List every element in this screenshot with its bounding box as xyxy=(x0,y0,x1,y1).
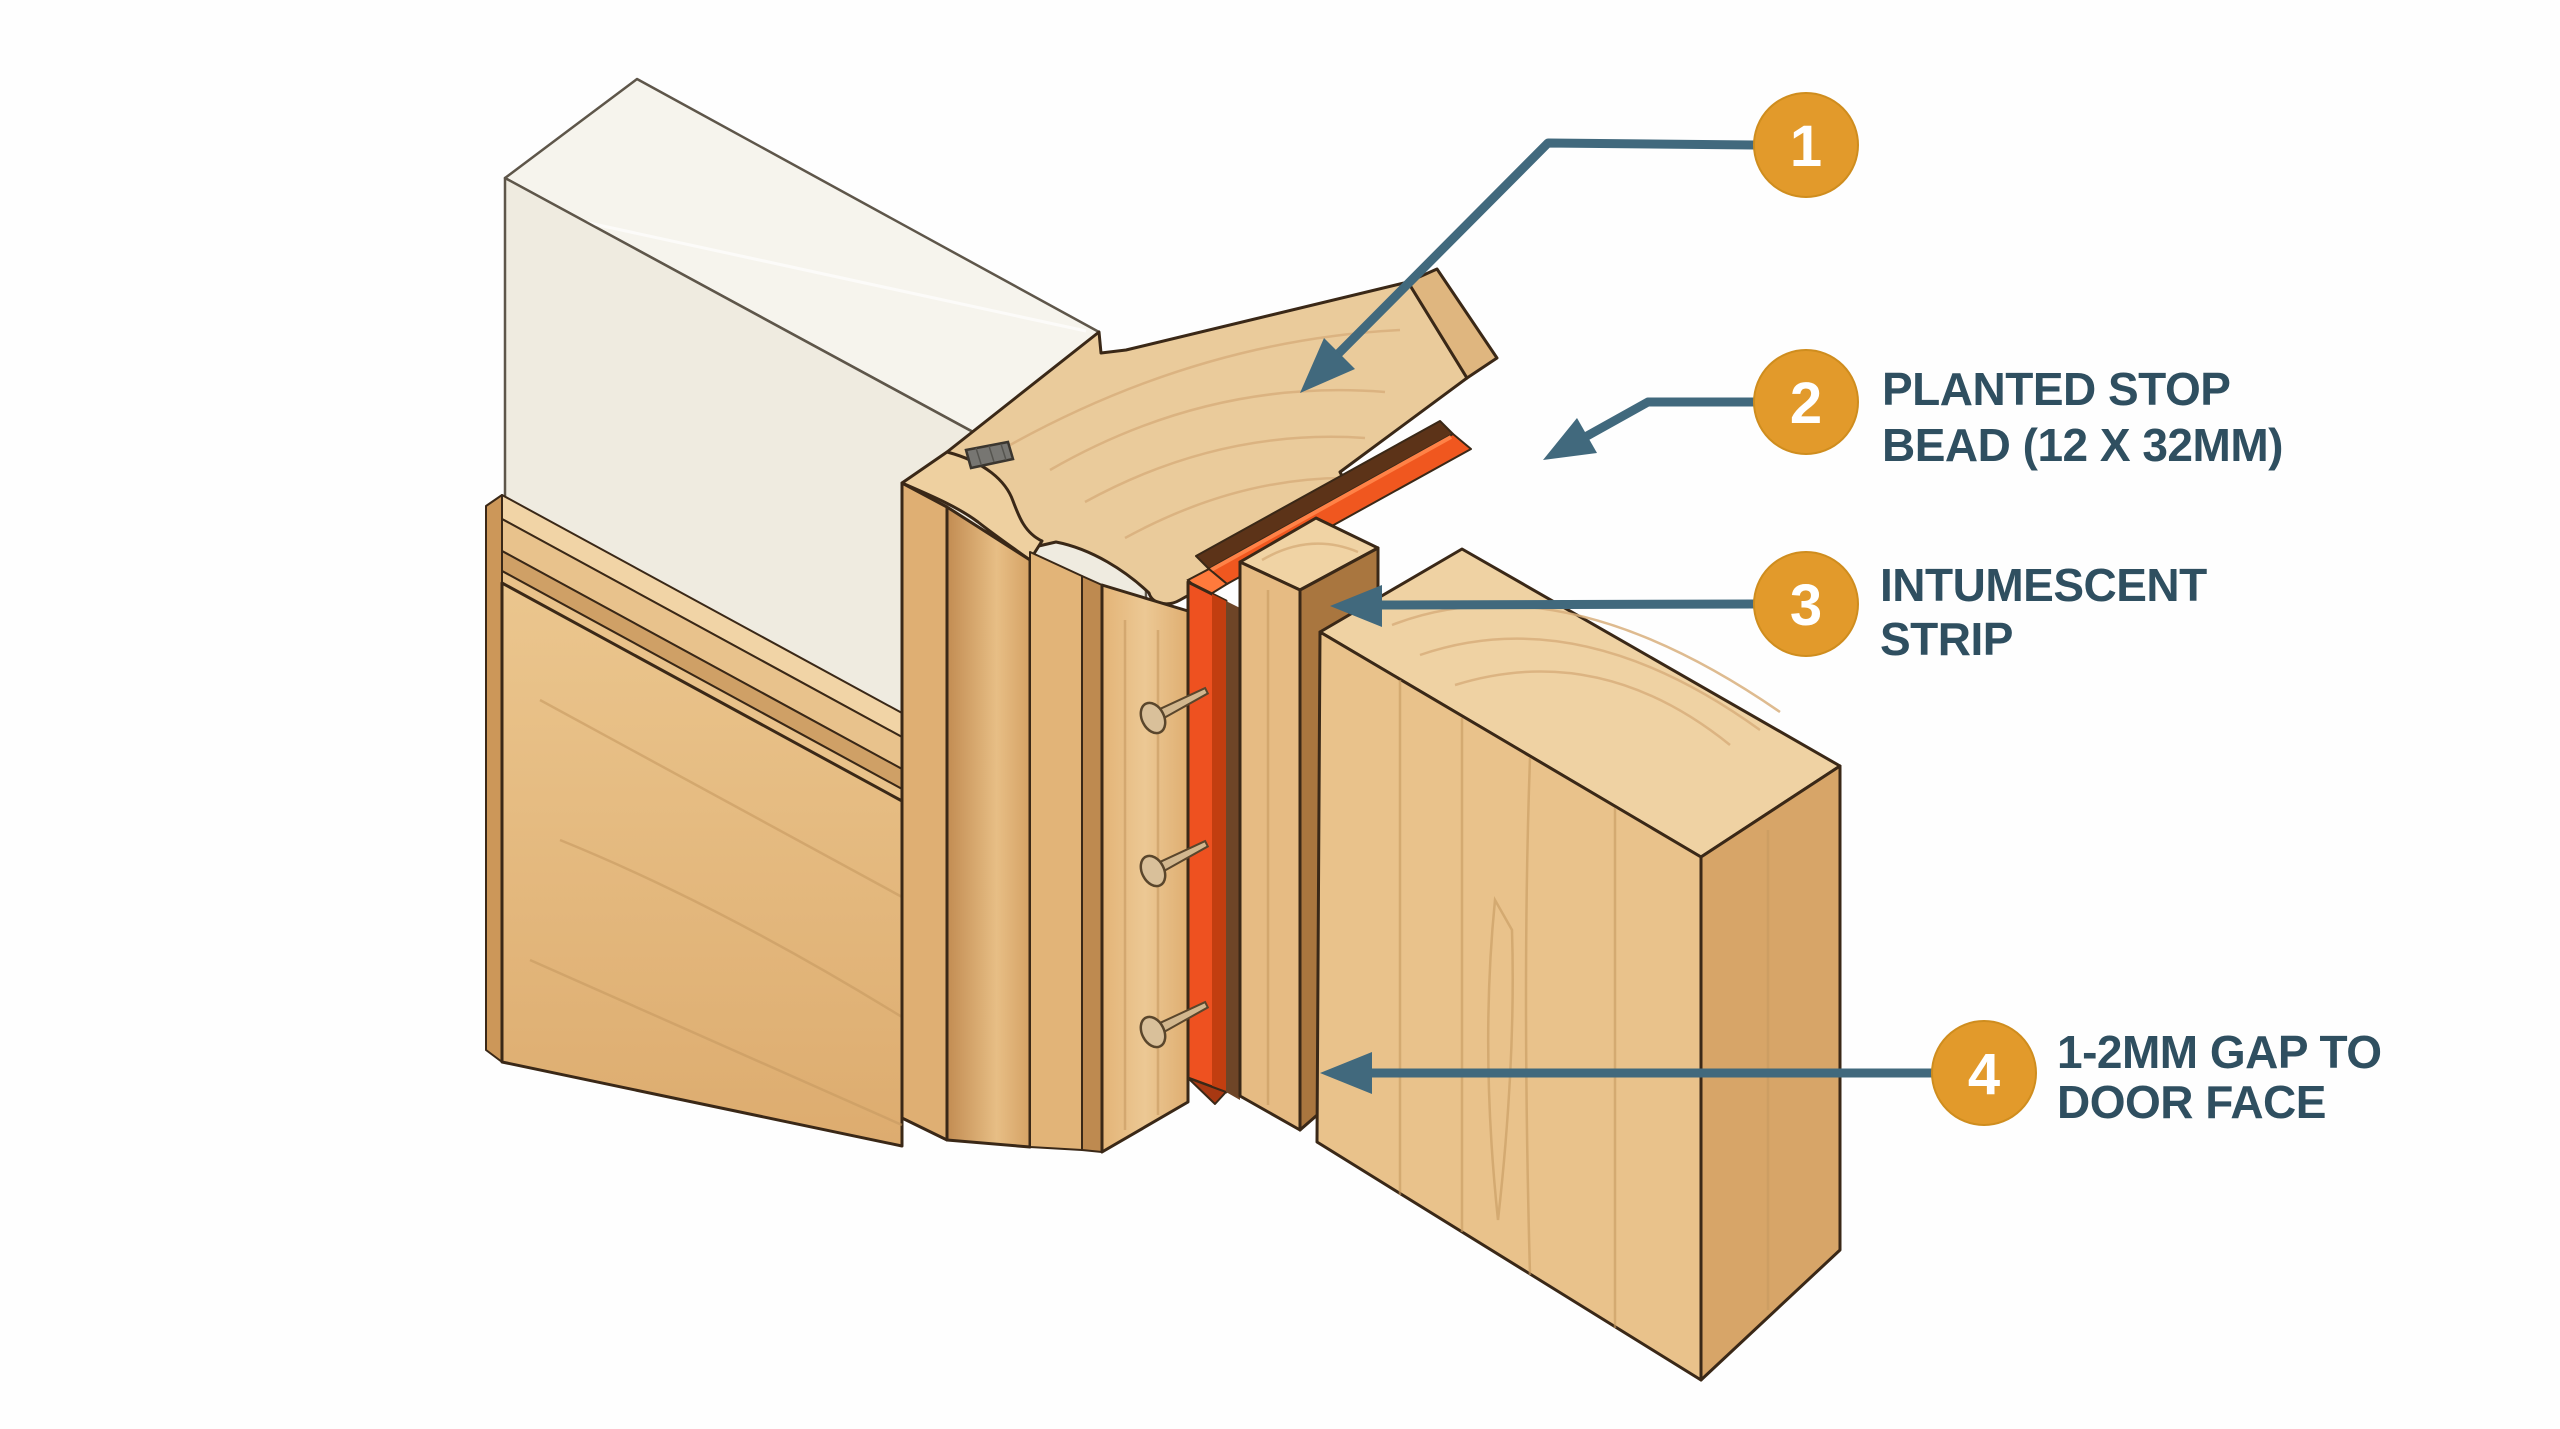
strip-bottom-cut xyxy=(1187,1077,1227,1105)
skirting-main-face xyxy=(500,581,904,1148)
callout-2-label-line1: PLANTED STOP xyxy=(1882,363,2230,415)
leader-line-1 xyxy=(1334,138,1759,358)
fixing-nails xyxy=(1139,686,1210,1049)
leader-line-2 xyxy=(1582,397,1759,441)
callout-2: 2 PLANTED STOP BEAD (12 X 32MM) xyxy=(1543,349,2283,471)
frame-head-top-sliver xyxy=(1406,267,1499,380)
strip-vertical-shade xyxy=(1212,594,1226,1092)
callout-4: 4 1-2MM GAP TO DOOR FACE xyxy=(1320,1020,2382,1128)
packer-shim xyxy=(964,440,1015,470)
door-leaf xyxy=(1315,547,1842,1382)
architrave-ogee-face xyxy=(945,505,1032,1149)
arrowhead-1-icon xyxy=(1300,338,1355,393)
callout-4-label-line1: 1-2MM GAP TO xyxy=(2057,1026,2382,1078)
callout-2-circle xyxy=(1753,349,1859,455)
skirting-left-end xyxy=(485,494,503,1063)
door-top-grain-lines xyxy=(1391,604,1781,746)
door-jamb xyxy=(1029,551,1190,1154)
stop-bead-top-grain xyxy=(1261,542,1359,562)
nail xyxy=(1139,686,1210,735)
callout-1-number: 1 xyxy=(1790,114,1822,179)
jamb-step-shadow xyxy=(1081,575,1103,1153)
callouts: 1 2 PLANTED STOP BEAD (12 X 32MM) 3 INTU… xyxy=(1300,92,2382,1128)
callout-3-number: 3 xyxy=(1790,573,1822,638)
callout-4-circle xyxy=(1931,1020,2037,1126)
shim-body xyxy=(964,440,1015,470)
callout-3-circle xyxy=(1753,551,1859,657)
stop-bead-front-face xyxy=(1238,560,1302,1132)
callout-1: 1 xyxy=(1300,92,1859,393)
frame-bead-shadow-gap xyxy=(1226,601,1240,1100)
arrowhead-2-icon xyxy=(1543,418,1597,460)
callout-2-label-line2: BEAD (12 X 32MM) xyxy=(1882,419,2283,471)
shim-hatch-lines xyxy=(975,443,1007,465)
callout-3-label-line1: INTUMESCENT xyxy=(1880,559,2207,611)
callout-4-label-line2: DOOR FACE xyxy=(2057,1076,2326,1128)
architrave xyxy=(900,450,1044,1149)
door-front-grain-lines xyxy=(1398,680,1617,1328)
jamb-step-light xyxy=(1029,551,1083,1151)
skirting-board xyxy=(485,494,904,1148)
leader-line-3 xyxy=(1377,599,1759,610)
frame-head-grain-lines xyxy=(1009,328,1401,540)
nail xyxy=(1139,1000,1210,1049)
strip-angled-highlight xyxy=(1210,435,1452,572)
skirting-grain-lines xyxy=(529,698,903,1127)
arrowhead-4-icon xyxy=(1320,1052,1372,1094)
callout-2-number: 2 xyxy=(1790,371,1822,436)
callout-1-circle xyxy=(1753,92,1859,198)
arrowhead-3-icon xyxy=(1330,585,1382,627)
callout-4-number: 4 xyxy=(1968,1042,2000,1107)
architrave-top-end-grain xyxy=(900,450,1044,562)
callout-3-label-line2: STRIP xyxy=(1880,613,2013,665)
callout-3: 3 INTUMESCENT STRIP xyxy=(1330,551,2208,665)
architrave-outer-face xyxy=(900,481,949,1142)
nail xyxy=(1139,839,1210,888)
